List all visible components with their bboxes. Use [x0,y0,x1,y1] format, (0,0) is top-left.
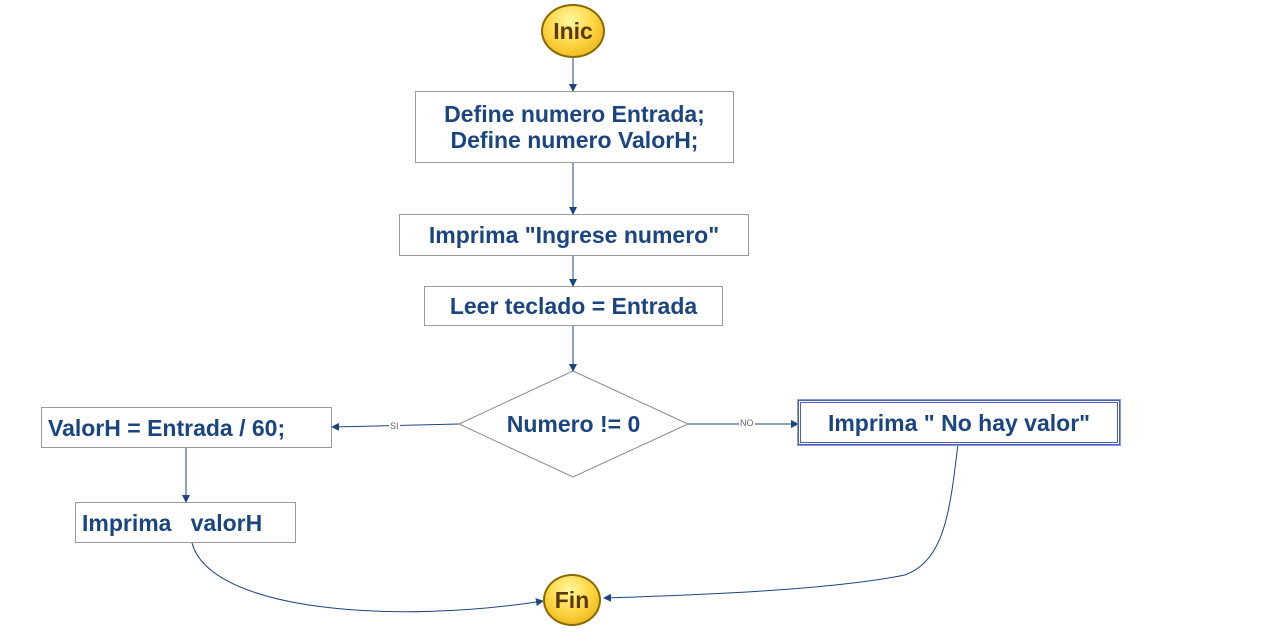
end-terminal: Fin [543,574,601,626]
prompt-box: Imprima "Ingrese numero" [399,214,749,256]
decision-text: Numero != 0 [506,410,641,437]
declare-line-2: Define numero ValorH; [450,127,699,153]
declare-line-1: Define numero Entrada; [444,101,705,127]
yes-edge-label: SI [389,421,400,431]
start-terminal: Inic [541,4,605,58]
arrow-no-print-to-end [603,443,959,602]
read-box: Leer teclado = Entrada [424,286,723,326]
print-value-box: Imprima valorH [75,502,296,543]
declare-box: Define numero Entrada; Define numero Val… [415,91,734,163]
no-value-box[interactable]: Imprima " No hay valor" [797,399,1121,446]
arrow-print-to-end [191,542,544,613]
no-edge-label: NO [739,418,755,428]
decision-diamond [457,370,690,478]
assign-box: ValorH = Entrada / 60; [41,407,332,448]
